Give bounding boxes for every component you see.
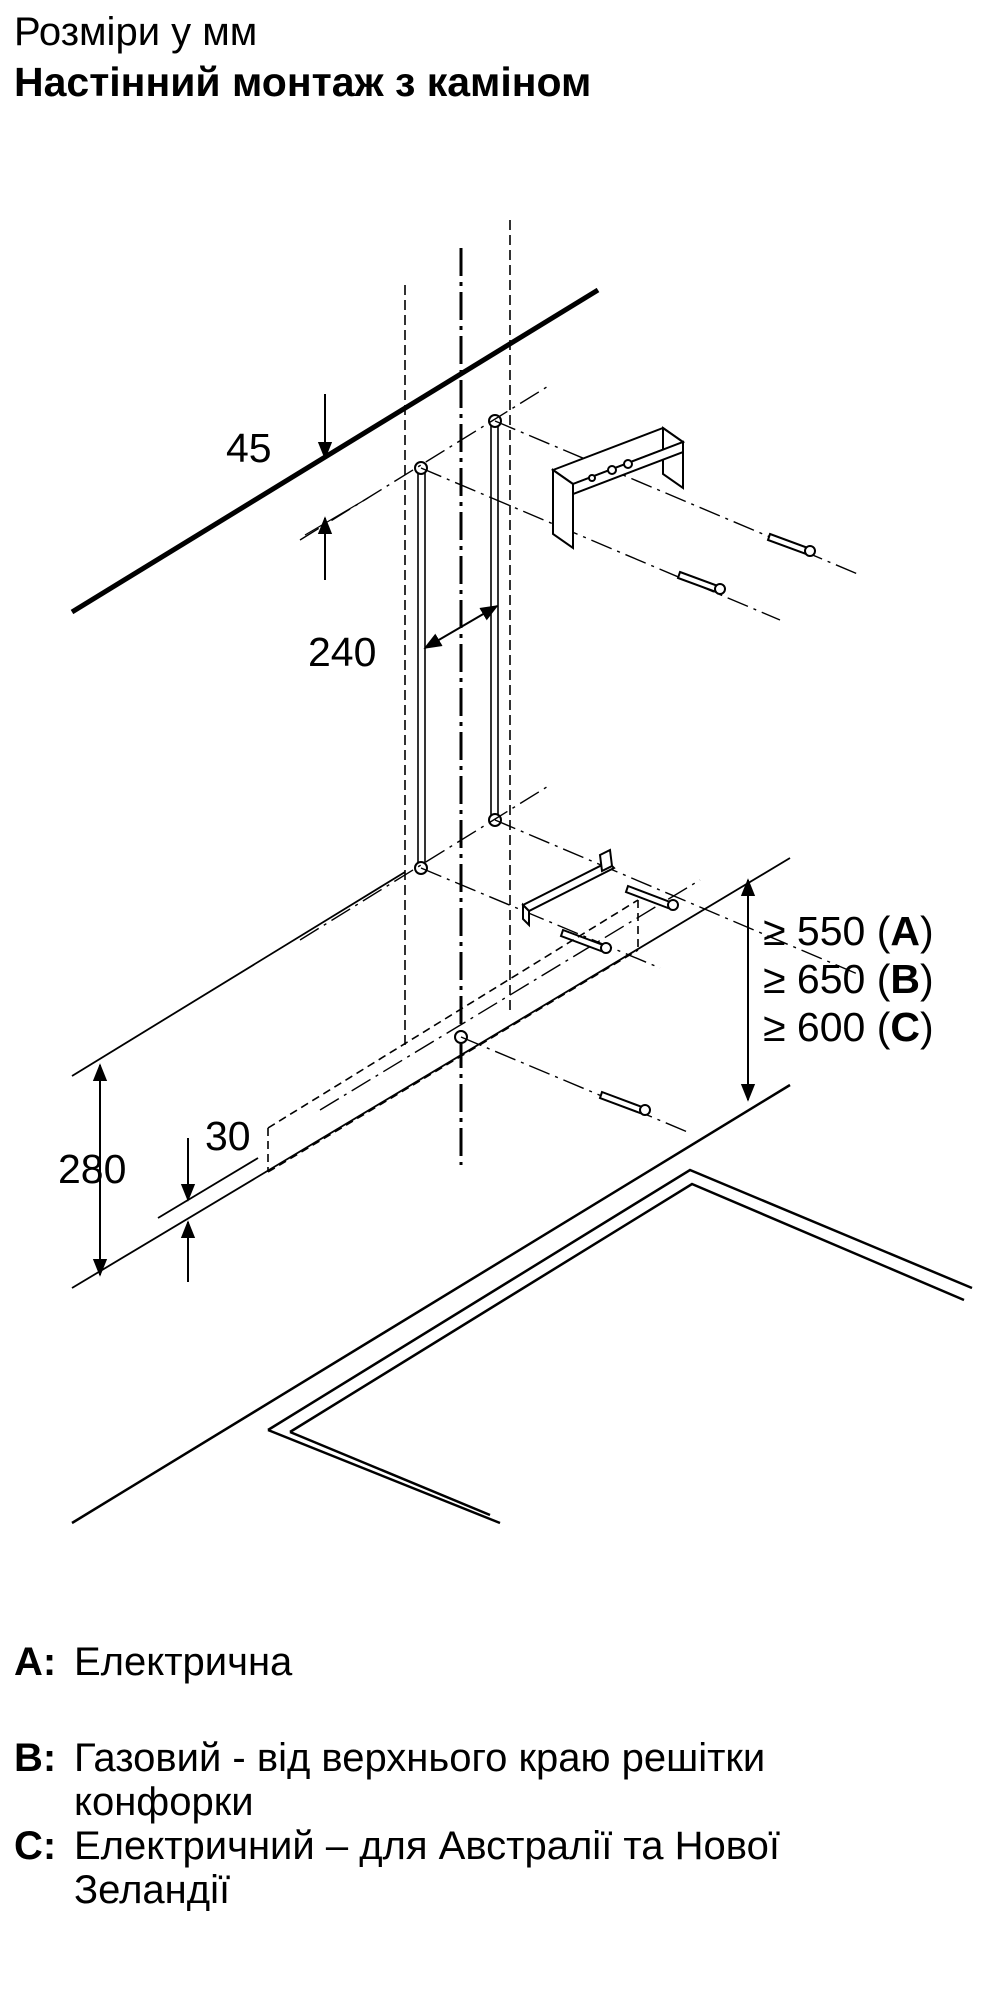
hood-outline: [267, 899, 639, 1173]
dim-240-label: 240: [308, 629, 376, 675]
dim-45-label: 45: [226, 425, 272, 471]
legend-key: A:: [14, 1640, 57, 1684]
legend-text: Електрична: [74, 1640, 293, 1684]
legend-item-a: A: Електрична: [14, 1640, 984, 1684]
legend-item-b: B: Газовий - від верхнього краю решітки …: [14, 1736, 914, 1824]
installation-diagram: 45 240 30 280 ≥ 550 (A) ≥ 650 (B) ≥ 600 …: [58, 220, 973, 1525]
dim-30-label: 30: [205, 1113, 251, 1159]
dim-280-label: 280: [58, 1146, 126, 1192]
upper-screws: [676, 532, 816, 595]
height-label-c: ≥ 600 (C): [763, 1004, 934, 1050]
title-units: Розміри у мм: [14, 10, 258, 54]
legend-key: B:: [14, 1736, 57, 1780]
title-main: Настінний монтаж з каміном: [14, 59, 592, 105]
arrow-240: [423, 605, 499, 649]
height-label-a: ≥ 550 (A): [763, 908, 934, 954]
legend-text: Електричний – для Австралії та Нової Зел…: [74, 1824, 780, 1912]
lower-bracket: [521, 848, 616, 928]
hood-edges: [71, 857, 791, 1289]
legend-text: Газовий - від верхнього краю решітки кон…: [74, 1736, 766, 1824]
legend-key: C:: [14, 1824, 57, 1868]
dimension-arrows: [92, 394, 756, 1282]
legend-item-c: C: Електричний – для Австралії та Нової …: [14, 1824, 934, 1912]
cooktop: [71, 1083, 973, 1525]
construction-lines: [299, 384, 861, 1134]
chimney-guides: [404, 220, 511, 1050]
ceiling-line: [70, 287, 600, 615]
height-label-b: ≥ 650 (B): [763, 956, 934, 1002]
upper-bracket: [550, 426, 686, 550]
lower-screws: [559, 884, 679, 1116]
screw-holes: [414, 414, 502, 1044]
